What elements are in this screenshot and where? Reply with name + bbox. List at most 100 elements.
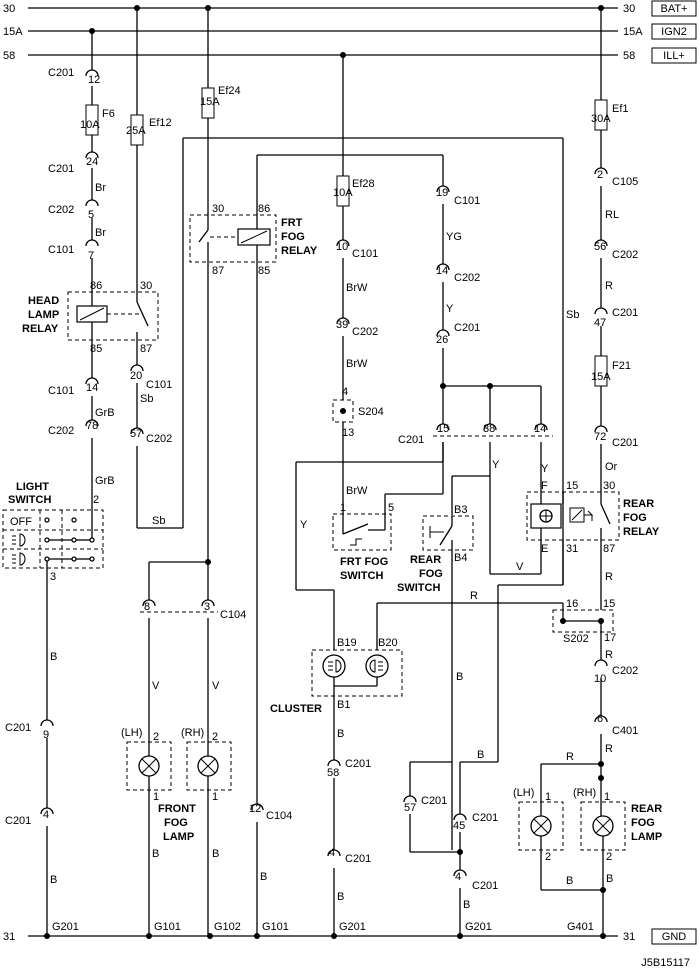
rear-fog-switch-label-2: FOG	[419, 568, 443, 580]
wire-b: B	[50, 874, 57, 886]
wire-r: R	[605, 280, 613, 292]
wire-yg: YG	[446, 231, 462, 243]
pin-1: 1	[604, 791, 610, 803]
wire-b: B	[50, 651, 57, 663]
wire-r: R	[605, 571, 613, 583]
ef12-branch: Ef12 25A 20 C101 Sb 57 C202 Sb Sb	[126, 8, 579, 585]
frt-fog-relay-label-3: RELAY	[281, 245, 318, 257]
c201-label: C201	[472, 812, 498, 824]
c101-label: C101	[48, 385, 74, 397]
rear-fog-switch-label-3: SWITCH	[397, 582, 440, 594]
fuse-ef12-name: Ef12	[149, 117, 172, 129]
front-fog-lamp-label-2: FOG	[164, 817, 188, 829]
c101-label: C101	[352, 248, 378, 260]
pin-15: 15	[437, 423, 449, 435]
fuse-f21-name: F21	[612, 360, 631, 372]
pin-38: 38	[483, 423, 495, 435]
wire-brw: BrW	[346, 358, 368, 370]
wire-v: V	[152, 680, 160, 692]
rear-fog-feed: Ef1 30A 2 C105 RL 56 C202 R 47 C201 F21 …	[513, 8, 662, 936]
pin-20: 20	[130, 370, 142, 382]
pin-b3: B3	[454, 504, 467, 516]
pin-15: 15	[603, 598, 615, 610]
pin-12: 12	[249, 803, 261, 815]
pin-b4: B4	[454, 552, 467, 564]
wire-or: Or	[605, 461, 618, 473]
wire-b: B	[337, 728, 344, 740]
c105-label: C105	[612, 176, 638, 188]
wire-b: B	[260, 871, 267, 883]
pin-b20: B20	[378, 637, 398, 649]
light-switch-off: OFF	[10, 516, 32, 528]
pin-2: 2	[212, 731, 218, 743]
rail-58-tag: ILL+	[663, 50, 685, 62]
wire-sb: Sb	[566, 309, 579, 321]
pin-12: 12	[88, 74, 100, 86]
ground-g102: G102	[214, 921, 241, 933]
wire-b: B	[463, 899, 470, 911]
cluster: B19 B20 CLUSTER B1 B 58 C201 4 C201 B G2…	[270, 590, 563, 936]
parking-lamp-icon	[12, 552, 26, 566]
rear-rh-label: (RH)	[573, 787, 596, 799]
ground-g101: G101	[262, 921, 289, 933]
head-lamp-circuit: C201 12 F6 10A C201 24 Br C202 5 Br C101…	[22, 31, 159, 510]
pin-86: 86	[90, 280, 102, 292]
c201-label: C201	[398, 434, 424, 446]
c201-label: C201	[5, 815, 31, 827]
rail-30: 30 30 BAT+	[3, 0, 697, 17]
fuse-ef1-rating: 30A	[591, 113, 611, 125]
wire-sb: Sb	[152, 515, 165, 527]
rail-30-label-right: 30	[623, 3, 635, 15]
c201-label: C201	[612, 437, 638, 449]
pin-3: 3	[50, 571, 56, 583]
pin-45: 45	[453, 820, 465, 832]
pin-2: 2	[93, 494, 99, 506]
rail-31: 31 31 GND	[3, 928, 697, 945]
wire-b: B	[152, 848, 159, 860]
pin-15: 15	[566, 480, 578, 492]
pin-14: 14	[86, 382, 98, 394]
pin-30: 30	[603, 480, 615, 492]
pin-9: 9	[43, 729, 49, 741]
rail-31-label-right: 31	[623, 931, 635, 943]
pin-8: 8	[144, 601, 150, 613]
frt-fog-relay-label-1: FRT	[281, 217, 303, 229]
wire-y: Y	[446, 303, 454, 315]
pin-4: 4	[329, 847, 335, 859]
c202-label: C202	[612, 665, 638, 677]
diagram-id: J5B15117	[641, 957, 690, 969]
pin-30: 30	[140, 280, 152, 292]
rail-58: 58 58 ILL+	[3, 47, 697, 64]
wire-b: B	[566, 875, 573, 887]
yg-circuit: 19 C101 YG 14 C202 Y 26 C201 C201 15 38 …	[295, 155, 553, 650]
fuse-ef28-name: Ef28	[352, 178, 375, 190]
pin-1: 1	[153, 791, 159, 803]
c201-label: C201	[48, 67, 74, 79]
pin-6: 6	[597, 713, 603, 725]
pin-5: 5	[388, 502, 394, 514]
pin-2: 2	[153, 731, 159, 743]
c201-label: C201	[612, 307, 638, 319]
wire-y: Y	[300, 519, 308, 531]
rear-fog-relay: F 15 30 E 31 87 REAR FOG RELAY V B	[459, 476, 660, 814]
c104-label: C104	[266, 810, 292, 822]
fuse-ef24-rating: 15A	[200, 96, 220, 108]
c104-label: C104	[220, 609, 246, 621]
wire-r: R	[566, 751, 574, 763]
c202-label: C202	[48, 204, 74, 216]
pin-16: 16	[566, 598, 578, 610]
rear-fog-relay-label-1: REAR	[623, 498, 654, 510]
wire-rl: RL	[605, 209, 619, 221]
rear-fog-lamp-label-1: REAR	[631, 803, 662, 815]
fuse-f6-name: F6	[102, 108, 115, 120]
pin-85: 85	[90, 343, 102, 355]
pin-30: 30	[212, 203, 224, 215]
pin-72: 72	[594, 431, 606, 443]
wire-brw: BrW	[346, 485, 368, 497]
fuse-f6-rating: 10A	[80, 119, 100, 131]
c201-label: C201	[421, 795, 447, 807]
wire-b: B	[606, 873, 613, 885]
pin-1: 1	[545, 791, 551, 803]
wire-y: Y	[492, 459, 500, 471]
light-switch: LIGHT SWITCH OFF 3 B C201 9 C201 4 B	[2, 481, 104, 936]
